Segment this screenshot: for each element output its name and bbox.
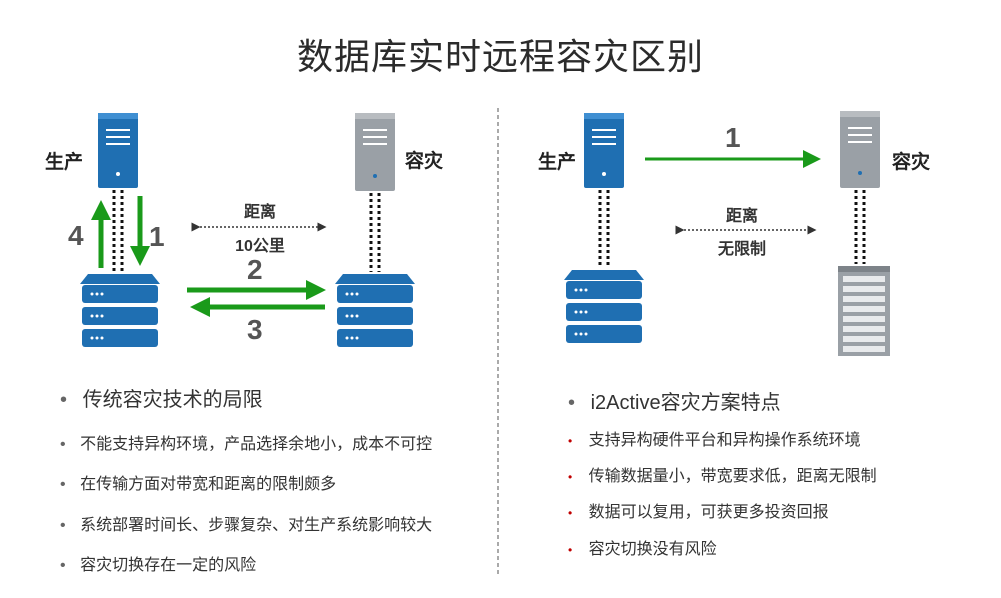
- server-tower-icon: [840, 111, 880, 188]
- list-item-text: 数据可以复用，可获更多投资回报: [588, 504, 829, 521]
- cable-line: [112, 190, 381, 272]
- storage-rack-icon: [838, 266, 890, 356]
- bullet-icon: •: [60, 476, 66, 493]
- label-disaster-recovery: 容灾: [405, 151, 444, 172]
- label-disaster-recovery: 容灾: [892, 152, 931, 173]
- distance-value: 10公里: [235, 238, 285, 255]
- list-item-text: 容灾切换没有风险: [588, 541, 717, 558]
- distance-label: 距离: [243, 204, 276, 221]
- list-item: • 支持异构硬件平台和异构操作系统环境: [568, 426, 861, 450]
- distance-value: 无限制: [717, 241, 766, 258]
- list-item-text: 系统部署时间长、步骤复杂、对生产系统影响较大: [80, 517, 433, 534]
- list-item: • 系统部署时间长、步骤复杂、对生产系统影响较大: [60, 511, 432, 535]
- label-production: 生产: [538, 152, 577, 173]
- bullet-icon: •: [568, 543, 573, 557]
- storage-array-icon: [335, 274, 415, 347]
- list-item-text: 不能支持异构环境，产品选择余地小，成本不可控: [80, 436, 433, 453]
- storage-array-icon: [564, 270, 644, 343]
- right-heading-text: i2Active容灾方案特点: [590, 392, 781, 414]
- list-item-text: 传输数据量小，带宽要求低，距离无限制: [588, 468, 877, 485]
- bullet-icon: •: [60, 517, 66, 534]
- distance-label: 距离: [725, 208, 758, 225]
- server-tower-icon: [98, 113, 138, 188]
- list-item: • 数据可以复用，可获更多投资回报: [568, 498, 829, 522]
- step-number: 1: [725, 122, 741, 153]
- bullet-icon: •: [568, 434, 573, 448]
- bullet-icon: •: [568, 470, 573, 484]
- list-item: • 容灾切换存在一定的风险: [60, 551, 256, 575]
- list-item-text: 容灾切换存在一定的风险: [80, 557, 257, 574]
- label-production: 生产: [45, 152, 84, 173]
- bullet-icon: •: [60, 389, 68, 411]
- bullet-icon: •: [568, 392, 576, 414]
- bullet-icon: •: [568, 506, 573, 520]
- step-number: 3: [247, 314, 263, 345]
- list-item: • 传输数据量小，带宽要求低，距离无限制: [568, 462, 877, 486]
- storage-array-icon: [80, 274, 160, 347]
- list-item-text: 支持异构硬件平台和异构操作系统环境: [588, 432, 861, 449]
- left-heading-text: 传统容灾技术的局限: [82, 389, 263, 411]
- list-item-text: 在传输方面对带宽和距离的限制颇多: [80, 476, 337, 493]
- list-item: • 在传输方面对带宽和距离的限制颇多: [60, 470, 336, 494]
- list-item: • 不能支持异构环境，产品选择余地小，成本不可控: [60, 430, 432, 454]
- bullet-icon: •: [60, 557, 66, 574]
- left-heading: • 传统容灾技术的局限: [60, 383, 263, 412]
- server-tower-icon: [584, 113, 624, 188]
- list-item: • 容灾切换没有风险: [568, 535, 717, 559]
- server-tower-icon: [355, 113, 395, 191]
- step-number: 1: [149, 221, 165, 252]
- cable-line: [598, 190, 866, 268]
- step-number: 2: [247, 254, 263, 285]
- bullet-icon: •: [60, 436, 66, 453]
- page-title: 数据库实时远程容灾区别: [296, 37, 704, 78]
- step-number: 4: [68, 220, 84, 251]
- right-heading: • i2Active容灾方案特点: [568, 386, 781, 415]
